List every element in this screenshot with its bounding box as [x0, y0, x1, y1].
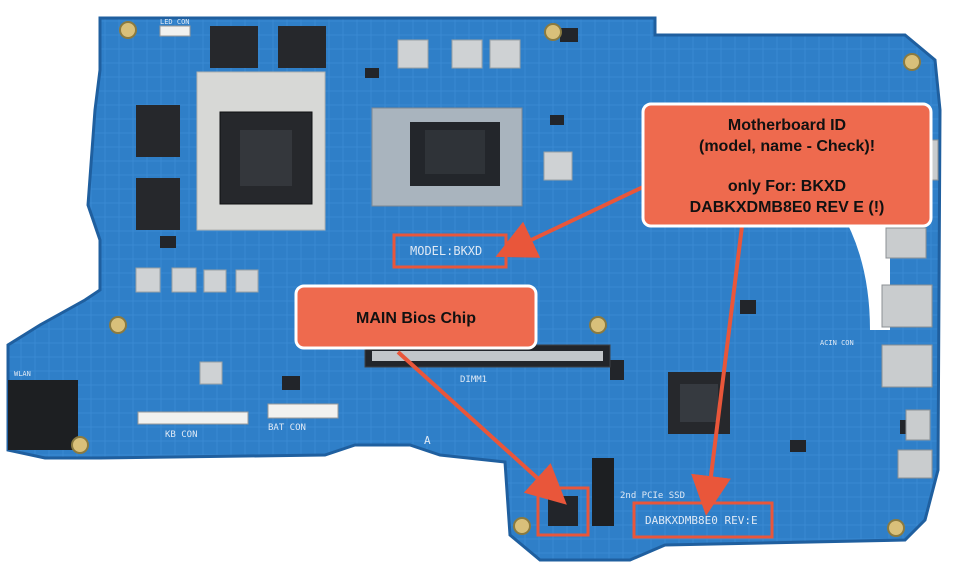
arrow-to-bios — [396, 350, 567, 505]
silk-ssd: 2nd PCIe SSD — [620, 491, 685, 501]
bios-callout — [294, 284, 538, 350]
silk-model: MODEL:BKXD — [410, 244, 482, 258]
silk-dimm: DIMM1 — [460, 375, 487, 385]
vram-chip — [136, 105, 180, 157]
vram-chip — [210, 26, 258, 68]
bios-chip — [548, 496, 578, 526]
vram-chip — [278, 26, 326, 68]
silk-kb-con: KB CON — [165, 430, 198, 440]
bios-callout-label: MAIN Bios Chip — [356, 310, 476, 327]
vrm-inductors — [135, 39, 573, 385]
arrow-to-model — [495, 176, 663, 258]
m2-slot — [592, 458, 614, 526]
vram-chip — [136, 178, 180, 230]
silk-a-mark: A — [424, 434, 431, 447]
wlan-slot — [8, 380, 78, 450]
silk-board-id: DABKXDMB8E0 REV:E — [645, 514, 758, 527]
motherboard-id-callout — [641, 102, 933, 228]
silk-bat-con: BAT CON — [268, 423, 306, 433]
callout-line-1: Motherboard ID — [728, 117, 846, 134]
led-connector — [159, 25, 191, 37]
bat-connector — [267, 403, 339, 419]
callout-line-2: (model, name - Check)! — [699, 138, 875, 155]
io-ports — [881, 139, 939, 479]
kb-connector — [137, 411, 249, 425]
silk-wlan: WLAN — [14, 370, 31, 378]
callout-line-3: only For: BKXD — [728, 178, 846, 195]
silk-led-con: LED CON — [160, 18, 190, 26]
arrow-to-board-id — [691, 225, 744, 516]
callout-line-4: DABKXDMB8E0 REV E (!) — [690, 199, 885, 216]
silk-acin-con: ACIN CON — [820, 339, 854, 347]
